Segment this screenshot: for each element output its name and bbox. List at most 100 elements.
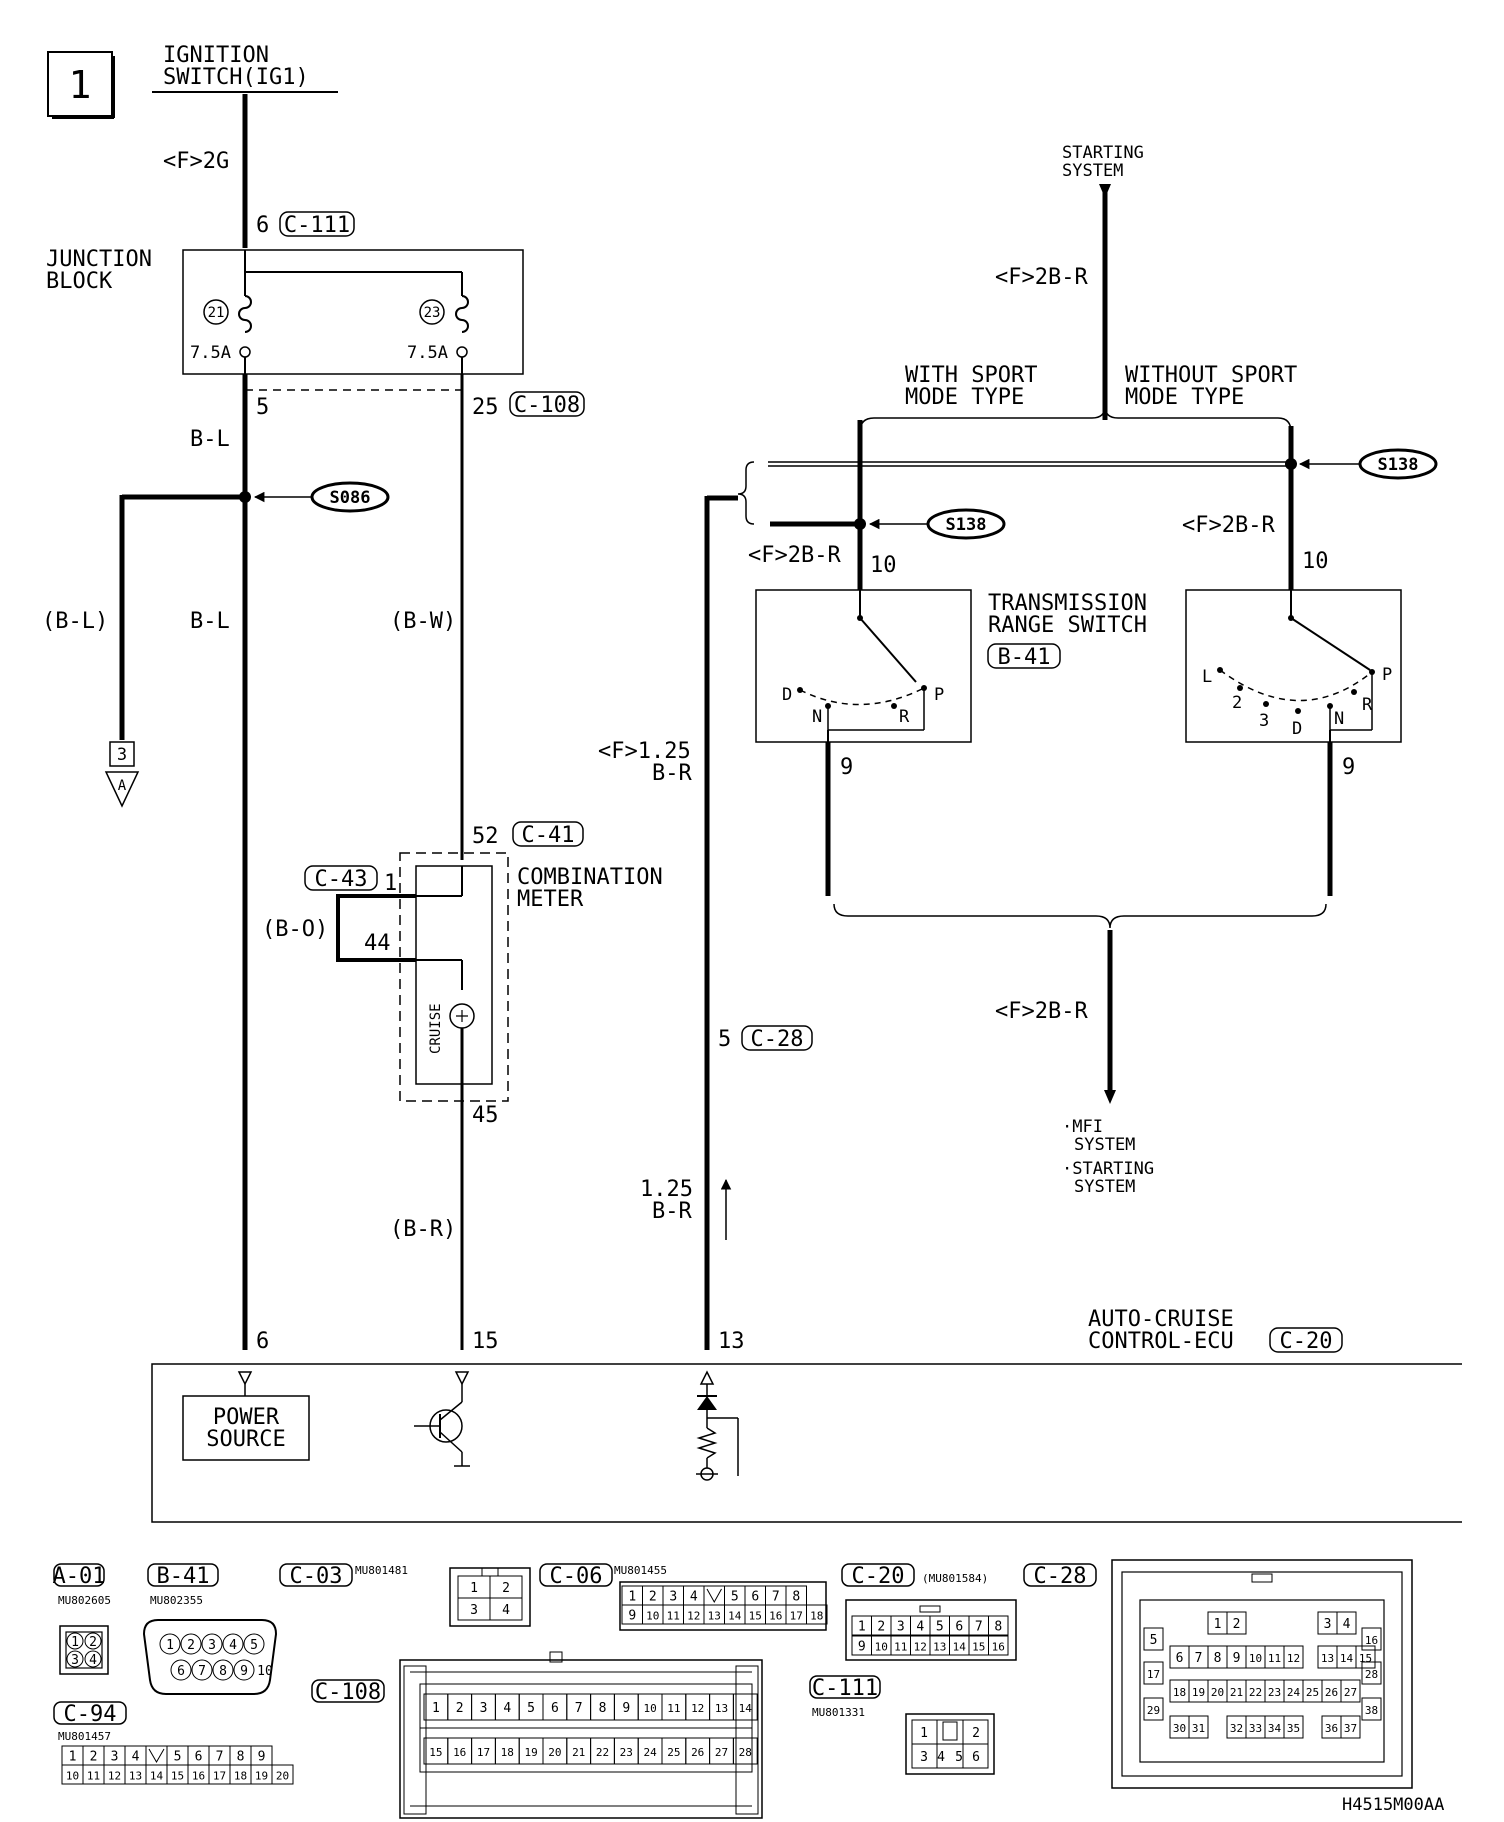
svg-text:SOURCE: SOURCE [206,1427,285,1452]
svg-text:C-94: C-94 [64,1702,117,1727]
svg-text:21: 21 [208,305,225,321]
svg-text:MU801457: MU801457 [58,1730,111,1743]
c20-pin-12: 12 [914,1641,927,1654]
c94-pin-12: 12 [108,1770,121,1783]
c06-pin-9: 9 [628,1609,636,1624]
c28-pin-24: 24 [1287,1686,1301,1699]
svg-text:A: A [118,778,127,794]
c28-pin-8: 8 [1214,1651,1222,1666]
pin-9-left: 9 [840,755,853,780]
wire-lower-line2: B-R [652,1199,692,1224]
c94-pin-14: 14 [150,1770,164,1783]
wire-2br-right: <F>2B-R [1182,513,1275,538]
c94-pin-10: 10 [66,1770,79,1783]
pin-15-ecu: 15 [472,1329,499,1354]
svg-text:7: 7 [198,1664,206,1679]
c28-pin-27: 27 [1344,1686,1357,1699]
mfi-line3: ·STARTING [1062,1159,1154,1179]
c20-pin-8: 8 [994,1620,1002,1635]
wire-bl-top: B-L [190,427,230,452]
c28-pin-31: 31 [1192,1722,1205,1735]
c28-pin-10: 10 [1249,1652,1262,1665]
c20-pin-4: 4 [916,1620,924,1635]
power-source-block: POWER SOURCE [182,1395,310,1461]
c28-pin-26: 26 [1325,1686,1338,1699]
arrow-ref-a: A [104,771,140,808]
c28-pin-15: 15 [1359,1652,1372,1665]
svg-text:C-20: C-20 [852,1564,905,1589]
fuse-23: 23 7.5A [407,295,469,363]
junction-block [182,249,524,375]
connector-ref-3: 3 [109,741,135,767]
page-number: 1 [69,63,92,107]
c108-pin-21: 21 [572,1746,585,1759]
c06-pin-10: 10 [646,1610,659,1623]
c108-pin-7: 7 [575,1701,583,1716]
c108-pin-17: 17 [477,1746,490,1759]
trs-left-pos-n: N [812,707,822,727]
without-sport-line1: WITHOUT SPORT [1125,363,1297,388]
diode-resistor-symbol [696,1384,739,1481]
svg-text:1: 1 [470,1581,478,1596]
trs-right-pos-l: L [1202,667,1212,687]
splice-s086: S086 [310,481,390,513]
c108-pin-28: 28 [739,1746,752,1759]
connector-c111: C-111 MU801331 1 2 3 4 5 6 [809,1675,995,1775]
c108-pin-27: 27 [715,1746,728,1759]
pin-5-jb: 5 [256,395,269,420]
pin-25-jb: 25 [472,395,499,420]
c28-pin-7: 7 [1195,1651,1203,1666]
c108-pin-4: 4 [503,1701,511,1716]
c20-pin-5: 5 [936,1620,944,1635]
c28-pin-23: 23 [1268,1686,1281,1699]
pin-10-left: 10 [870,553,897,578]
figure-code: H4515M00AA [1342,1795,1444,1815]
trs-right-pos-n: N [1334,709,1344,729]
mfi-line2: SYSTEM [1074,1135,1135,1155]
c108-pin-9: 9 [622,1701,630,1716]
mfi-line1: ·MFI [1062,1117,1103,1137]
c20-pin-13: 13 [933,1641,946,1654]
c28-pin-9: 9 [1233,1651,1241,1666]
splice-s138-right: S138 [1358,448,1438,480]
c06-pin-2: 2 [649,1590,657,1605]
svg-text:1: 1 [166,1638,174,1653]
c108-pin-1: 1 [432,1701,440,1716]
trs-left-pos-p: P [934,685,944,705]
c28-pin-30: 30 [1173,1722,1186,1735]
c94-pin-15: 15 [171,1770,184,1783]
wire-bl-mid: B-L [190,609,230,634]
svg-text:5: 5 [250,1638,258,1653]
connector-a01: A-01 MU802605 1 2 3 4 [53,1563,111,1675]
c06-pin-13: 13 [708,1610,721,1623]
trs-left-pos-r: R [899,707,910,727]
svg-text:3: 3 [920,1750,928,1765]
c06-pin-6: 6 [751,1590,759,1605]
svg-text:S138: S138 [1378,455,1419,475]
svg-text:2: 2 [502,1581,510,1596]
svg-text:C-20: C-20 [1280,1329,1333,1354]
c94-pin-8: 8 [237,1750,245,1765]
wire-2br-top: <F>2B-R [995,265,1088,290]
c108-pin-12: 12 [691,1702,704,1715]
wire-2g-label: <F>2G [163,149,229,174]
svg-text:B-41: B-41 [998,645,1051,670]
svg-text:9: 9 [240,1664,248,1679]
trs-label-line2: RANGE SWITCH [988,613,1147,638]
fuse-21: 21 7.5A [190,295,252,363]
c28-pin-1: 1 [1214,1617,1222,1632]
c108-pin-25: 25 [667,1746,680,1759]
c94-pin-13: 13 [129,1770,142,1783]
c28-pin-35: 35 [1287,1722,1300,1735]
svg-text:C-28: C-28 [751,1027,804,1052]
c28-pin-2: 2 [1233,1617,1241,1632]
wire-bo: (B-O) [262,917,328,942]
c20-pin-3: 3 [897,1620,905,1635]
c94-pin-9: 9 [258,1750,266,1765]
svg-text:6: 6 [972,1750,980,1765]
c28-pin-36: 36 [1325,1722,1338,1735]
wire-125-label-line1: <F>1.25 [598,739,691,764]
c94-pin-11: 11 [87,1770,100,1783]
